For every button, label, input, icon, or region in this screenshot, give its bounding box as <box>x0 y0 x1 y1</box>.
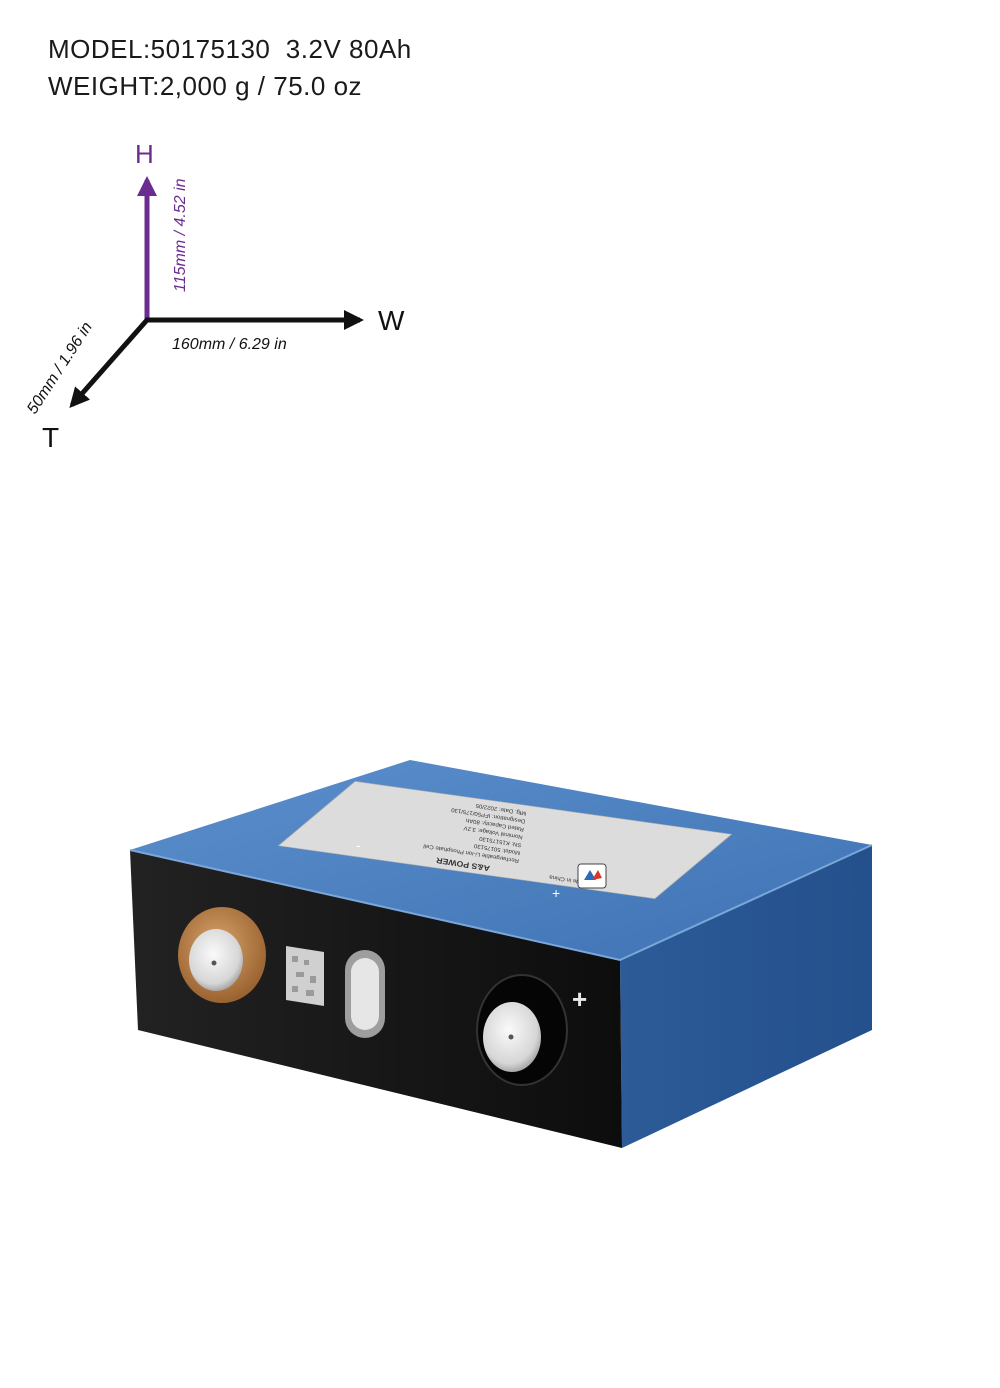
label-line-8: Made in China <box>548 873 588 885</box>
battery-side-face <box>620 845 872 1148</box>
model-spec: MODEL:50175130 3.2V 80Ah <box>48 34 412 64</box>
battery-edge-highlight <box>129 844 873 962</box>
height-axis-label: H <box>135 139 154 169</box>
dimension-diagram: H 115mm / 4.52 in W 160mm / 6.29 in T 50… <box>24 139 405 453</box>
positive-mark: + <box>572 984 587 1014</box>
positive-mark-label: + <box>552 885 560 901</box>
height-dimension-label: 115mm / 4.52 in <box>172 178 189 292</box>
width-dimension-label: 160mm / 6.29 in <box>172 336 287 353</box>
weight-spec: WEIGHT:2,000 g / 75.0 oz <box>48 71 363 101</box>
negative-terminal-center <box>211 960 217 966</box>
battery-label <box>277 781 733 899</box>
positive-terminal-center <box>508 1034 514 1040</box>
label-text-group: A&S POWER Rechargeable Li-ion Phosphate … <box>423 802 588 885</box>
negative-mark: - <box>356 837 361 853</box>
qr-code-icon <box>286 946 324 1006</box>
width-axis-label: W <box>378 305 405 336</box>
thickness-axis-label: T <box>42 422 59 453</box>
label-sticker <box>277 781 733 899</box>
thickness-axis-arrow <box>69 318 149 408</box>
negative-terminal-cap <box>189 929 243 991</box>
safety-vent-inner <box>351 958 379 1030</box>
label-logo-icon <box>577 863 607 889</box>
